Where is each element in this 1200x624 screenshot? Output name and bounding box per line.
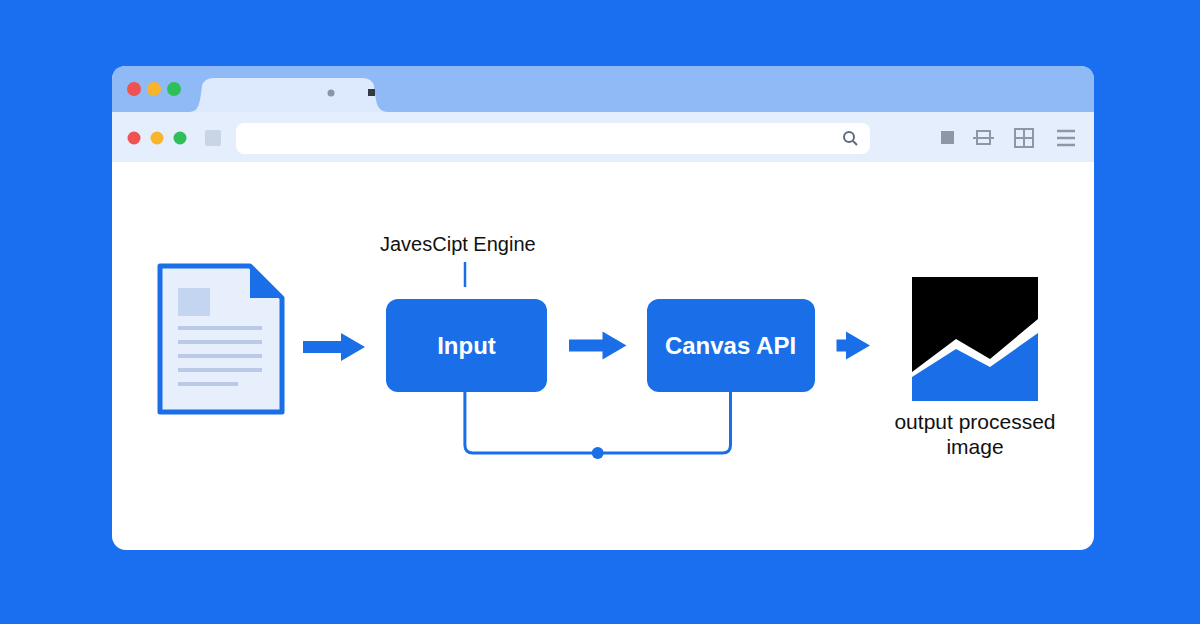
bracket-connector bbox=[465, 392, 731, 459]
process-box: Input bbox=[386, 299, 547, 392]
image-thumbnail bbox=[912, 277, 1038, 401]
flow-arrow bbox=[837, 332, 871, 360]
document-icon bbox=[160, 266, 282, 412]
engine-label: JavesCipt Engine bbox=[380, 233, 536, 256]
box-label: Input bbox=[437, 332, 496, 360]
junction-dot bbox=[592, 447, 604, 459]
output-image: output processed image bbox=[890, 277, 1060, 401]
bracket-line bbox=[465, 392, 731, 453]
box-label: Canvas API bbox=[665, 332, 796, 360]
process-box: Canvas API bbox=[647, 299, 815, 392]
arrow-shape bbox=[569, 332, 627, 360]
leader-line bbox=[464, 262, 467, 287]
flow-arrow bbox=[303, 333, 365, 361]
flow-arrow bbox=[569, 332, 627, 360]
arrow-shape bbox=[837, 332, 871, 360]
image-caption: output processed image bbox=[890, 409, 1060, 459]
